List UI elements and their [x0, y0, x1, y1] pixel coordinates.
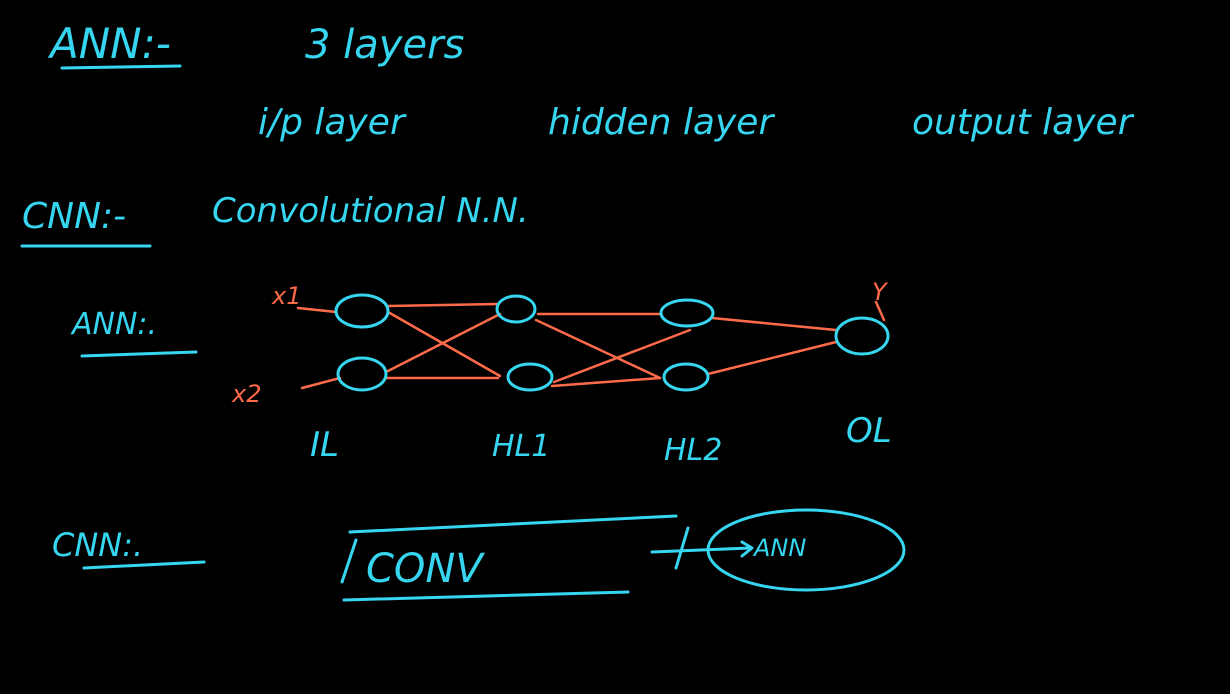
arrow-head [740, 540, 754, 558]
node-hidden2-2 [662, 362, 710, 392]
node-hidden1-2 [506, 362, 554, 392]
layer-label-il: IL [310, 425, 339, 465]
edge-h12-h22 [550, 376, 662, 388]
input-layer-text: i/p layer [258, 102, 407, 143]
x1-input-line [296, 306, 338, 314]
edge-h12-h21 [552, 328, 692, 384]
plus-vertical [674, 526, 690, 570]
ann-heading: ANN:- [47, 19, 171, 68]
output-layer-text: output layer [912, 102, 1135, 143]
edge-il1-h12 [386, 310, 502, 378]
edge-il2-h11 [384, 312, 502, 374]
input-label-x2: x2 [231, 380, 261, 408]
cnn-diagram-underline [82, 560, 206, 570]
ann-label: ANN [752, 534, 806, 562]
node-input-2 [336, 356, 388, 392]
edge-h21-out [710, 316, 838, 332]
node-input-1 [334, 293, 390, 329]
ann-layers-text: 3 layers [305, 22, 464, 68]
network-nodes [334, 293, 890, 392]
node-hidden1-1 [495, 294, 537, 324]
cnn-diagram-heading: CNN:. [52, 526, 143, 564]
conv-label: CONV [366, 546, 485, 592]
input-label-x1: x1 [271, 282, 301, 310]
conv-block: CONV [340, 514, 678, 602]
cnn-heading: CNN:- [22, 196, 126, 237]
output-label-y: Y [872, 278, 889, 306]
x2-input-line [300, 376, 342, 390]
diagram-heading: ANN:. [70, 307, 157, 342]
ann-block: ANN [650, 508, 906, 592]
layer-label-ol: OL [846, 411, 892, 451]
diagram-underline [80, 350, 198, 358]
layer-label-hl2: HL2 [664, 433, 722, 468]
conv-bottom-line [342, 590, 630, 602]
edge-h11-h22 [534, 318, 662, 380]
conv-left-line [340, 538, 358, 584]
layer-label-hl1: HL1 [492, 429, 550, 464]
y-output-tick [874, 300, 886, 322]
node-hidden2-1 [659, 298, 715, 328]
ann-underline [60, 64, 182, 70]
hidden-layer-text: hidden layer [548, 102, 775, 143]
ann-ellipse [706, 508, 906, 592]
arrow-shaft [650, 546, 752, 554]
conv-top-line [348, 514, 678, 534]
network-connections [296, 300, 886, 390]
cnn-definition: Convolutional N.N. [212, 191, 529, 231]
node-output [834, 316, 890, 356]
edge-h22-out [706, 340, 838, 376]
edge-il1-h11 [386, 302, 500, 308]
